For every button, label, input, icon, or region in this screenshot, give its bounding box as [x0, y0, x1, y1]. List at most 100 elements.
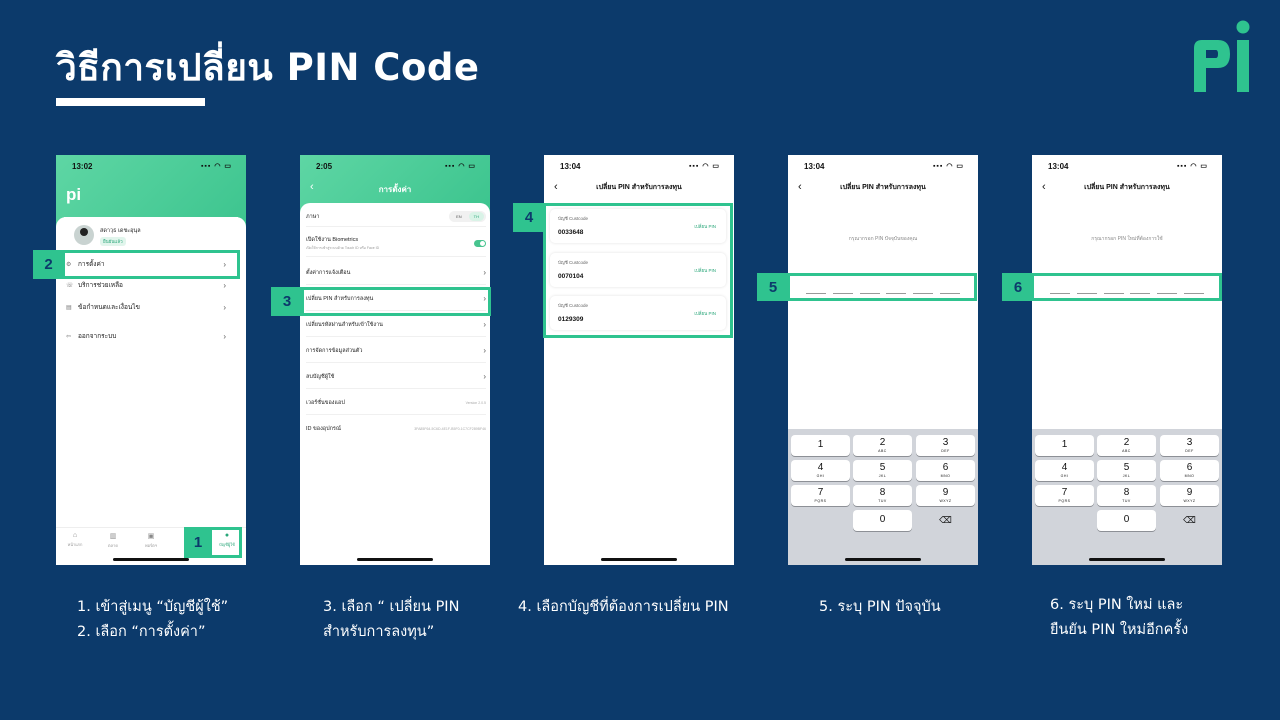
- row-label: ภาษา: [306, 213, 320, 220]
- caption-step-5: 5. ระบุ PIN ปัจจุบัน: [819, 595, 941, 620]
- avatar[interactable]: [74, 225, 94, 245]
- backspace-icon[interactable]: ⌫: [1183, 515, 1196, 525]
- row-label: การจัดการข้อมูลส่วนตัว: [306, 347, 363, 354]
- home-indicator: [845, 558, 921, 561]
- home-indicator: [601, 558, 677, 561]
- menu-item-logout[interactable]: ⇦ ออกจากระบบ ›: [66, 325, 226, 347]
- key-0[interactable]: 0: [853, 510, 912, 531]
- step-3-badge: 3: [271, 287, 303, 316]
- nav-bar: ‹ เปลี่ยน PIN สำหรับการลงทุน: [788, 177, 978, 197]
- chevron-right-icon: ›: [223, 259, 226, 269]
- settings-row-change-password[interactable]: เปลี่ยนรหัสผ่านสำหรับเข้าใช้งาน ›: [306, 313, 486, 337]
- pin-digit-slot: [806, 293, 826, 294]
- tab-home[interactable]: ⌂หน้าแรก: [60, 532, 90, 548]
- status-bar: 13:04 ▪▪▪ ◠ ▭: [788, 155, 978, 177]
- row-sublabel: เปิดให้การเข้าสู่ระบบด้วย Touch ID หรือ …: [306, 246, 380, 250]
- chevron-right-icon: ›: [483, 346, 486, 355]
- menu-item-support[interactable]: ☏ บริการช่วยเหลือ ›: [66, 274, 226, 296]
- backspace-icon[interactable]: ⌫: [939, 515, 952, 525]
- status-bar: 13:04 ▪▪▪ ◠ ▭: [1032, 155, 1222, 177]
- version-value: Version 2.0.5: [465, 400, 486, 405]
- settings-row-personal-data[interactable]: การจัดการข้อมูลส่วนตัว ›: [306, 339, 486, 363]
- account-label: บัญชี Custcode: [558, 260, 589, 265]
- caption-line: สำหรับการลงทุน”: [323, 624, 435, 640]
- key-1[interactable]: 1: [791, 435, 850, 456]
- row-label: ตั้งค่าการแจ้งเตือน: [306, 269, 351, 276]
- status-bar: 13:02 ▪▪▪ ◠ ▭: [56, 155, 246, 177]
- chevron-right-icon: ›: [223, 302, 226, 312]
- key-1[interactable]: 1: [1035, 435, 1094, 456]
- menu-item-label: ข้อกำหนดและเงื่อนไข: [78, 304, 141, 311]
- back-icon[interactable]: ‹: [1042, 181, 1046, 193]
- step-1-badge: 1: [184, 527, 212, 558]
- chevron-right-icon: ›: [483, 268, 486, 277]
- lang-th-option[interactable]: TH: [468, 212, 484, 221]
- menu-item-settings[interactable]: ⚙ การตั้งค่า ›: [66, 253, 226, 275]
- back-icon[interactable]: ‹: [310, 181, 314, 193]
- home-indicator: [1089, 558, 1165, 561]
- account-card[interactable]: บัญชี Custcode 0033648 เปลี่ยน PIN: [550, 209, 726, 243]
- back-icon[interactable]: ‹: [798, 181, 802, 193]
- pin-input[interactable]: [1050, 293, 1204, 294]
- pin-input[interactable]: [806, 293, 960, 294]
- language-toggle[interactable]: EN TH: [449, 211, 486, 222]
- status-bar: 13:04 ▪▪▪ ◠ ▭: [544, 155, 734, 177]
- chevron-right-icon: ›: [223, 331, 226, 341]
- help-icon: ☏: [66, 282, 74, 289]
- home-indicator: [357, 558, 433, 561]
- caption-step-6: 6. ระบุ PIN ใหม่ และ ยืนยัน PIN ใหม่อีกค…: [1050, 593, 1188, 643]
- step-6-highlight: [1031, 273, 1222, 301]
- change-pin-link[interactable]: เปลี่ยน PIN: [694, 311, 716, 316]
- key-0[interactable]: 0: [1097, 510, 1156, 531]
- account-number: 0033648: [558, 229, 584, 236]
- settings-row-language: ภาษา EN TH: [306, 207, 486, 227]
- tab-account[interactable]: ●บัญชีผู้ใช้: [212, 532, 242, 548]
- account-label: บัญชี Custcode: [558, 216, 589, 221]
- chevron-right-icon: ›: [223, 280, 226, 290]
- lang-en-option[interactable]: EN: [456, 214, 462, 219]
- chevron-right-icon: ›: [483, 294, 486, 303]
- account-card[interactable]: บัญชี Custcode 0129309 เปลี่ยน PIN: [550, 296, 726, 330]
- title-underline: [56, 98, 205, 106]
- menu-item-terms[interactable]: ▤ ข้อกำหนดและเงื่อนไข ›: [66, 296, 226, 318]
- nav-bar: ‹ เปลี่ยน PIN สำหรับการลงทุน: [544, 177, 734, 197]
- caption-line: 3. เลือก “ เปลี่ยน PIN: [323, 599, 460, 615]
- back-icon[interactable]: ‹: [554, 181, 558, 193]
- caption-line: ยืนยัน PIN ใหม่อีกครั้ง: [1050, 622, 1189, 638]
- settings-row-change-pin[interactable]: เปลี่ยน PIN สำหรับการลงทุน ›: [306, 287, 486, 311]
- account-card[interactable]: บัญชี Custcode 0070104 เปลี่ยน PIN: [550, 253, 726, 287]
- pin-digit-slot: [1157, 293, 1178, 294]
- home-indicator: [113, 558, 189, 561]
- change-pin-link[interactable]: เปลี่ยน PIN: [694, 268, 716, 273]
- tab-portfolio[interactable]: ▣พอร์ตฯ: [136, 532, 166, 549]
- menu-item-label: ออกจากระบบ: [78, 333, 117, 340]
- account-sheet: สดาวุธ เดชะอุนุล ยืนยันแล้ว ⚙ การตั้งค่า…: [56, 217, 246, 565]
- user-name: สดาวุธ เดชะอุนุล: [100, 228, 141, 234]
- settings-row-delete-account[interactable]: ลบบัญชีผู้ใช้ ›: [306, 365, 486, 389]
- biometrics-toggle[interactable]: [474, 240, 486, 247]
- status-time: 13:04: [804, 161, 825, 171]
- caption-step-4: 4. เลือกบัญชีที่ต้องการเปลี่ยน PIN: [518, 595, 729, 620]
- change-pin-link[interactable]: เปลี่ยน PIN: [694, 224, 716, 229]
- caption-line: 6. ระบุ PIN ใหม่ และ: [1050, 597, 1184, 613]
- settings-row-notifications[interactable]: ตั้งค่าการแจ้งเตือน ›: [306, 261, 486, 285]
- row-label: เปลี่ยนรหัสผ่านสำหรับเข้าใช้งาน: [306, 321, 383, 328]
- tab-market[interactable]: ▥ตลาด: [98, 532, 128, 549]
